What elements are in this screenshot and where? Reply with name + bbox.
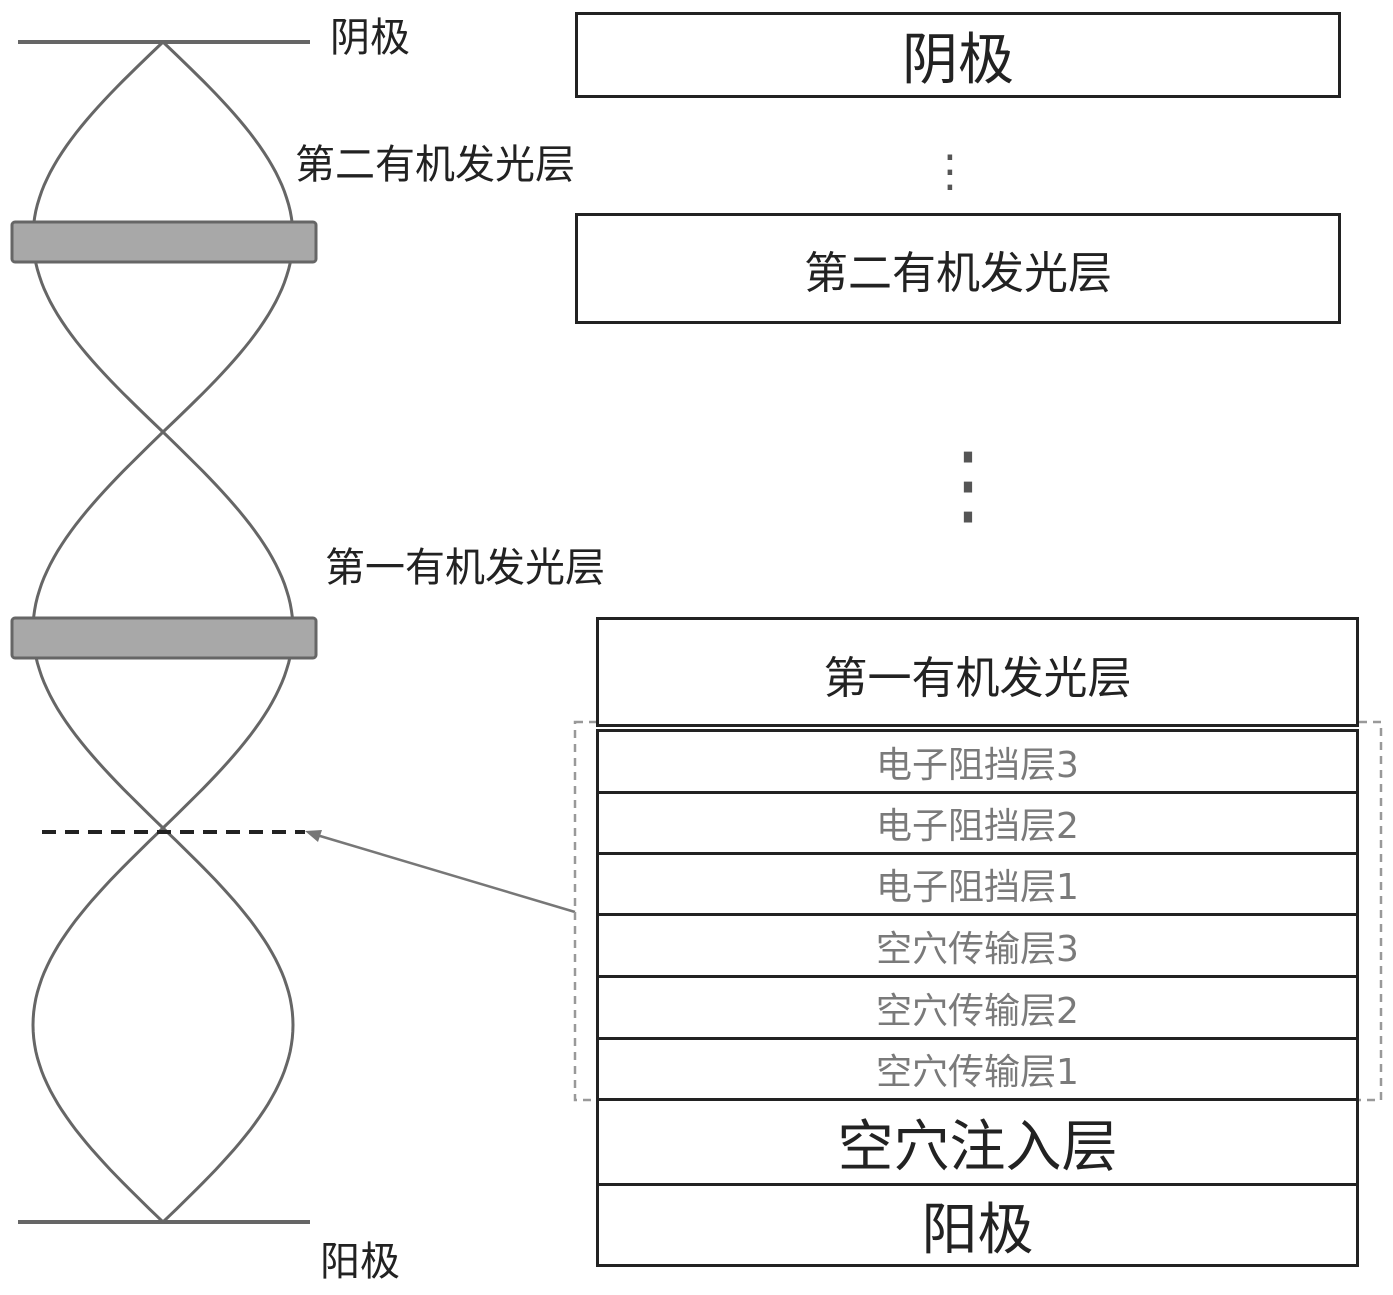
hil-layer-label: 空穴注入层 [837, 1114, 1118, 1180]
cathode-layer: 阴极 [575, 12, 1341, 98]
left-anode-label: 阳极 [320, 1239, 400, 1285]
layer-label: 空穴传输层2 [876, 990, 1079, 1032]
layer-label: 空穴传输层1 [876, 1052, 1079, 1093]
ellipsis-1: ⋮ [928, 146, 972, 197]
anode-layer-label: 阳极 [921, 1197, 1034, 1263]
arrow-head-icon [305, 830, 322, 842]
htl1-layer: 空穴传输层1 [596, 1037, 1359, 1101]
htl2-layer: 空穴传输层2 [596, 975, 1359, 1040]
second-eml-layer: 第二有机发光层 [575, 213, 1341, 324]
cathode-layer-label: 阴极 [902, 27, 1014, 93]
pointer-arrow [309, 831, 576, 914]
first-eml-layer-label: 第一有机发光层 [823, 653, 1132, 704]
left-cathode-label: 阴极 [330, 15, 410, 61]
layer-label: 空穴传输层3 [876, 928, 1079, 970]
layer-label: 电子阻挡层2 [876, 806, 1079, 847]
ebl1-layer: 电子阻挡层1 [596, 852, 1359, 916]
left-second-eml-label: 第二有机发光层 [295, 142, 575, 188]
layer-label: 电子阻挡层3 [876, 744, 1079, 786]
left-first-eml-label: 第一有机发光层 [325, 545, 605, 591]
anode-layer: 阳极 [596, 1183, 1359, 1267]
first-eml-layer: 第一有机发光层 [596, 617, 1359, 727]
hil-layer: 空穴注入层 [596, 1098, 1359, 1186]
ellipsis-2: ⋮ [928, 433, 1008, 536]
ebl2-layer: 电子阻挡层2 [596, 791, 1359, 855]
second-eml-layer-label: 第二有机发光层 [804, 247, 1112, 299]
first-emission-position-bar [10, 616, 318, 660]
layer-label: 电子阻挡层1 [876, 867, 1079, 908]
htl3-layer: 空穴传输层3 [596, 913, 1359, 978]
ebl3-layer: 电子阻挡层3 [596, 729, 1359, 794]
second-emission-position-bar [10, 220, 318, 264]
